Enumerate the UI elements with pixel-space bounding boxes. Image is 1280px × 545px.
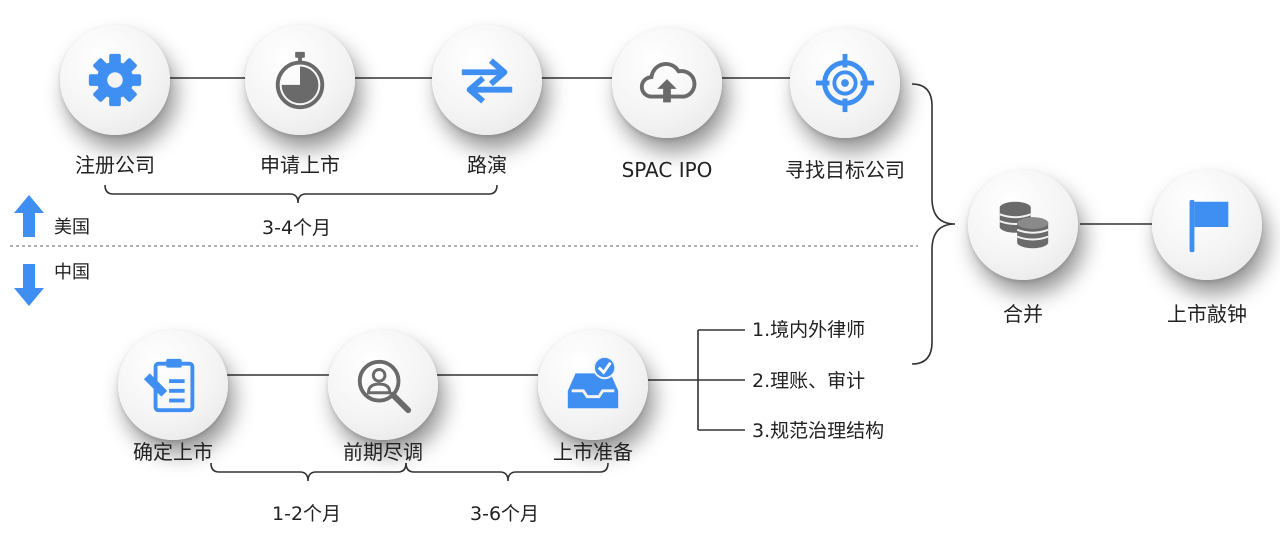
node-roadshow bbox=[432, 25, 542, 135]
label-register-company: 注册公司 bbox=[75, 153, 155, 177]
arrow-down-icon bbox=[14, 264, 44, 306]
node-find-target bbox=[790, 28, 900, 138]
prep-step-1: 1.境内外律师 bbox=[752, 319, 866, 341]
label-merge: 合并 bbox=[1003, 302, 1043, 326]
region-label-us: 美国 bbox=[54, 217, 90, 238]
cn-duration-2: 3-6个月 bbox=[470, 503, 540, 525]
node-register-company bbox=[60, 25, 170, 135]
clipboard-edit-icon bbox=[143, 358, 195, 413]
label-apply-listing: 申请上市 bbox=[260, 153, 340, 177]
exchange-arrows-icon bbox=[461, 58, 513, 104]
node-due-diligence bbox=[328, 330, 438, 440]
prep-step-3: 3.规范治理结构 bbox=[752, 420, 885, 442]
node-listing-prep bbox=[538, 330, 648, 440]
us-duration: 3-4个月 bbox=[262, 217, 332, 239]
target-icon bbox=[815, 53, 875, 113]
label-roadshow: 路演 bbox=[467, 153, 507, 177]
node-spac-ipo bbox=[612, 28, 722, 138]
inbox-check-icon bbox=[567, 355, 619, 409]
coins-icon bbox=[999, 201, 1049, 249]
flag-icon bbox=[1189, 199, 1229, 253]
arrow-up-icon bbox=[14, 195, 44, 237]
node-merge bbox=[968, 170, 1078, 280]
cn-duration-1: 1-2个月 bbox=[272, 503, 342, 525]
cloud-upload-icon bbox=[639, 62, 697, 103]
node-apply-listing bbox=[245, 25, 355, 135]
label-find-target: 寻找目标公司 bbox=[785, 158, 905, 182]
region-label-cn: 中国 bbox=[54, 262, 90, 283]
node-decide-listing bbox=[118, 330, 228, 440]
label-due-diligence: 前期尽调 bbox=[343, 440, 423, 464]
stopwatch-icon bbox=[275, 51, 325, 110]
gear-icon bbox=[88, 53, 142, 107]
label-bell-ringing: 上市敲钟 bbox=[1167, 302, 1247, 326]
label-listing-prep: 上市准备 bbox=[553, 440, 633, 464]
label-decide-listing: 确定上市 bbox=[133, 440, 213, 464]
node-bell-ringing bbox=[1152, 170, 1262, 280]
prep-step-2: 2.理账、审计 bbox=[752, 370, 866, 392]
label-spac-ipo: SPAC IPO bbox=[621, 158, 713, 182]
person-search-icon bbox=[357, 359, 412, 414]
